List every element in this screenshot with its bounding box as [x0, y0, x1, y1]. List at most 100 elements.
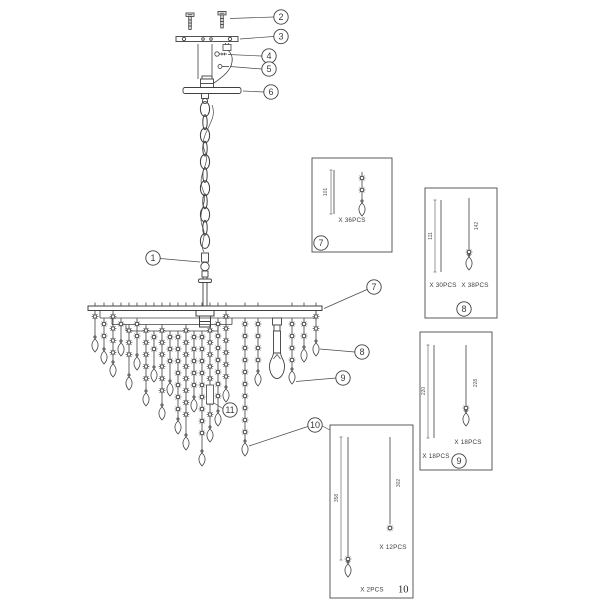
- crystal-drop-icon: [150, 368, 158, 383]
- strand: [222, 302, 230, 403]
- svg-text:9: 9: [456, 456, 461, 466]
- chain-link: [202, 193, 208, 210]
- crystal-prism-icon: [206, 384, 214, 405]
- crystal-bead-icon: [206, 375, 214, 382]
- chain-link: [199, 127, 211, 144]
- crystal-drop-icon: [312, 342, 320, 357]
- crystal-bead-icon: [158, 351, 166, 358]
- crystal-bead-icon: [222, 361, 230, 368]
- crystal-bead-icon: [206, 339, 214, 346]
- crystal-bead-icon: [214, 344, 222, 352]
- qty-label-30pcs: X 30PCS: [429, 282, 456, 289]
- crystal-bead-icon: [142, 363, 150, 370]
- crystal-bead-icon: [109, 337, 117, 344]
- dim-label: 142: [474, 222, 480, 231]
- qty-label-38pcs: X 38PCS: [461, 282, 488, 289]
- leader-line: [322, 425, 331, 431]
- strand: [174, 302, 182, 435]
- leader-line: [295, 377, 336, 382]
- svg-text:4: 4: [266, 51, 271, 61]
- crystal-bead-icon: [190, 381, 198, 389]
- mounting-bracket: [175, 36, 239, 42]
- leader-line: [239, 36, 274, 40]
- leader-line: [227, 54, 262, 57]
- screw-icon: [217, 11, 227, 29]
- crystal-bead-icon: [142, 339, 150, 346]
- crystal-drop-icon: [198, 452, 206, 467]
- chain-link: [199, 101, 211, 117]
- chain: [199, 101, 211, 249]
- crystal-bead-icon: [158, 387, 166, 394]
- crystal-bead-icon: [100, 320, 108, 328]
- crystal-bead-icon: [222, 373, 230, 380]
- leader-line: [248, 426, 308, 447]
- strand: [462, 345, 470, 427]
- strand: [288, 302, 296, 385]
- crystal-bead-icon: [182, 363, 190, 370]
- crystal-drop-icon: [174, 420, 182, 435]
- crystal-bead-icon: [222, 337, 230, 344]
- callout-9: 9: [451, 453, 467, 469]
- qty-label-2pcs: X 2PCS: [360, 587, 384, 594]
- crystal-bead-icon: [241, 332, 249, 340]
- crystal-bead-icon: [358, 186, 366, 194]
- crystal-drop-icon: [190, 398, 198, 413]
- strand: [241, 302, 249, 457]
- crystal-bead-icon: [91, 313, 99, 320]
- crystal-bead-icon: [109, 325, 117, 332]
- crystal-bead-icon: [198, 345, 206, 353]
- strand: [214, 302, 222, 427]
- crystal-bead-icon: [182, 399, 190, 406]
- strand: [465, 198, 473, 271]
- crystal-bead-icon: [198, 381, 206, 389]
- crystal-bead-icon: [166, 345, 174, 353]
- chain-link: [199, 206, 211, 223]
- crystal-bead-icon: [198, 369, 206, 377]
- crystal-bead-icon: [312, 325, 320, 332]
- chain-link: [202, 114, 208, 131]
- crystal-bead-icon: [288, 356, 296, 364]
- svg-text:7: 7: [371, 282, 376, 292]
- crystal-bead-icon: [198, 417, 206, 425]
- crystal-drop-icon: [358, 202, 366, 217]
- crystal-drop-icon: [109, 363, 117, 378]
- svg-text:11: 11: [225, 405, 234, 415]
- svg-text:5: 5: [266, 64, 271, 74]
- callout-9: 9: [335, 370, 351, 386]
- crystal-bead-icon: [100, 332, 108, 340]
- crystal-bead-icon: [241, 392, 249, 400]
- crystal-drop-icon: [254, 372, 262, 387]
- leader-line: [229, 66, 262, 70]
- crystal-bead-icon: [214, 320, 222, 328]
- crystal-bead-icon: [158, 339, 166, 346]
- crystal-bead-icon: [125, 327, 133, 334]
- crystal-bead-icon: [386, 524, 394, 532]
- crystal-drop-icon: [241, 442, 249, 457]
- strand: [117, 302, 125, 357]
- crystal-bead-icon: [158, 375, 166, 382]
- callout-8: 8: [354, 344, 370, 360]
- crystal-bead-icon: [166, 357, 174, 365]
- small-nut-item5: [217, 64, 229, 69]
- detail-box-8: [424, 187, 498, 319]
- strand: [150, 302, 158, 383]
- chain-link: [202, 219, 208, 236]
- callout-10: 10: [307, 417, 323, 433]
- strand: [206, 302, 214, 443]
- dim-label: 111: [428, 232, 434, 240]
- crystal-bead-icon: [222, 325, 230, 332]
- crystal-bead-icon: [190, 357, 198, 365]
- crystal-bead-icon: [182, 339, 190, 346]
- crystal-bead-icon: [300, 320, 308, 328]
- crystal-drop-icon: [142, 392, 150, 407]
- leader-line: [229, 16, 274, 19]
- crystal-bead-icon: [198, 357, 206, 365]
- crystal-bead-icon: [241, 356, 249, 364]
- callout-1: 1: [145, 250, 161, 266]
- crystal-bead-icon: [142, 327, 150, 334]
- crystal-drop-icon: [206, 428, 214, 443]
- crystal-bead-icon: [133, 332, 141, 340]
- chain-connector: [198, 252, 212, 306]
- screw-icon: [185, 12, 195, 30]
